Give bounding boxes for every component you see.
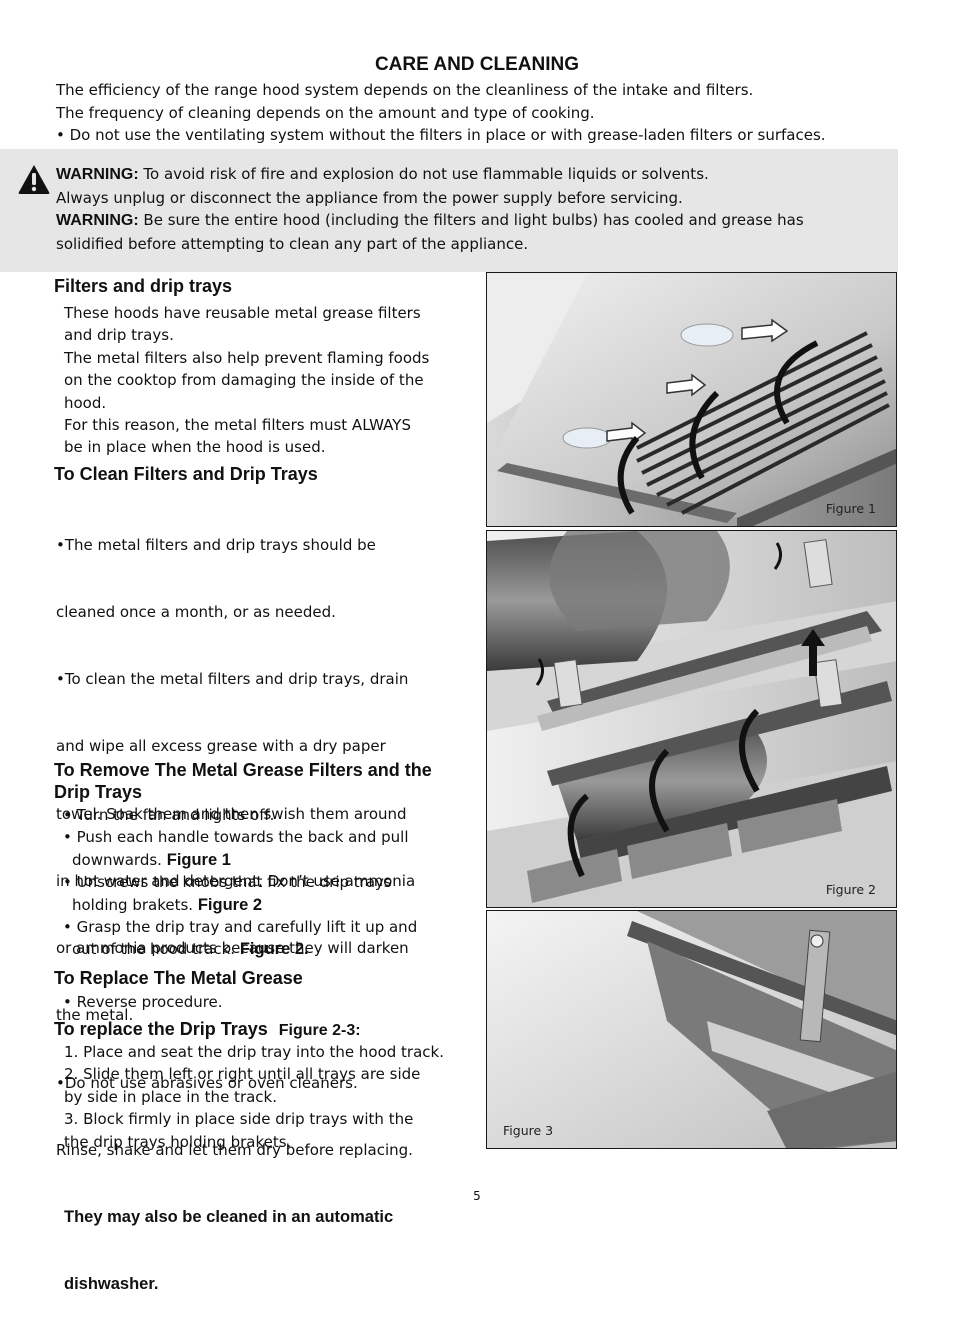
replace-trays-heading: To replace the Drip Trays Figure 2-3: — [54, 1019, 361, 1039]
warning-line: Always unplug or disconnect the applianc… — [56, 188, 683, 207]
figure-3-label: Figure 3 — [503, 1123, 554, 1138]
figure-reference: Figure 1 — [166, 850, 231, 869]
filters-paragraph: These hoods have reusable metal grease f… — [64, 304, 430, 457]
figure-reference: Figure 2. — [239, 940, 309, 959]
figure-3: Figure 3 — [486, 910, 897, 1149]
figure-1: Figure 1 — [486, 272, 897, 527]
figure-2-label: Figure 2 — [825, 882, 876, 897]
warning-line: WARNING: To avoid risk of fire and explo… — [56, 165, 709, 183]
remove-heading: To Remove The Metal Grease Filters and t… — [54, 760, 432, 802]
figure-2-illustration — [487, 531, 896, 907]
figure-1-illustration — [487, 273, 896, 526]
intro-line: The efficiency of the range hood system … — [56, 81, 754, 99]
warning-text: WARNING: To avoid risk of fire and explo… — [56, 163, 886, 255]
figure-1-label: Figure 1 — [825, 501, 876, 516]
intro-line: The frequency of cleaning depends on the… — [56, 103, 595, 122]
warning-box — [0, 149, 898, 272]
page-title: CARE AND CLEANING — [374, 54, 580, 75]
remove-steps: • Turn the fan and lights off. • Push ea… — [63, 806, 418, 959]
intro-bullet: • Do not use the ventilating system with… — [56, 126, 826, 144]
replace-grease-heading: To Replace The Metal Grease — [54, 968, 303, 988]
warning-line: solidified before attempting to clean an… — [56, 234, 529, 253]
figure-2: Figure 2 — [486, 530, 897, 908]
warning-label: WARNING: — [56, 166, 139, 183]
clean-heading: To Clean Filters and Drip Trays — [54, 464, 318, 484]
warning-triangle-icon — [18, 165, 50, 194]
warning-line: WARNING: Be sure the entire hood (includ… — [56, 211, 804, 229]
replace-grease-text: • Reverse procedure. — [63, 993, 223, 1011]
figure-reference: Figure 2-3: — [278, 1022, 361, 1039]
filters-heading: Filters and drip trays — [54, 276, 233, 296]
intro-text: The efficiency of the range hood system … — [56, 79, 936, 147]
figure-3-illustration — [487, 911, 896, 1148]
page-number: 5 — [473, 1189, 481, 1203]
warning-label: WARNING: — [56, 212, 139, 229]
figure-reference: Figure 2 — [197, 895, 263, 914]
replace-trays-steps: 1. Place and seat the drip tray into the… — [64, 1043, 444, 1151]
